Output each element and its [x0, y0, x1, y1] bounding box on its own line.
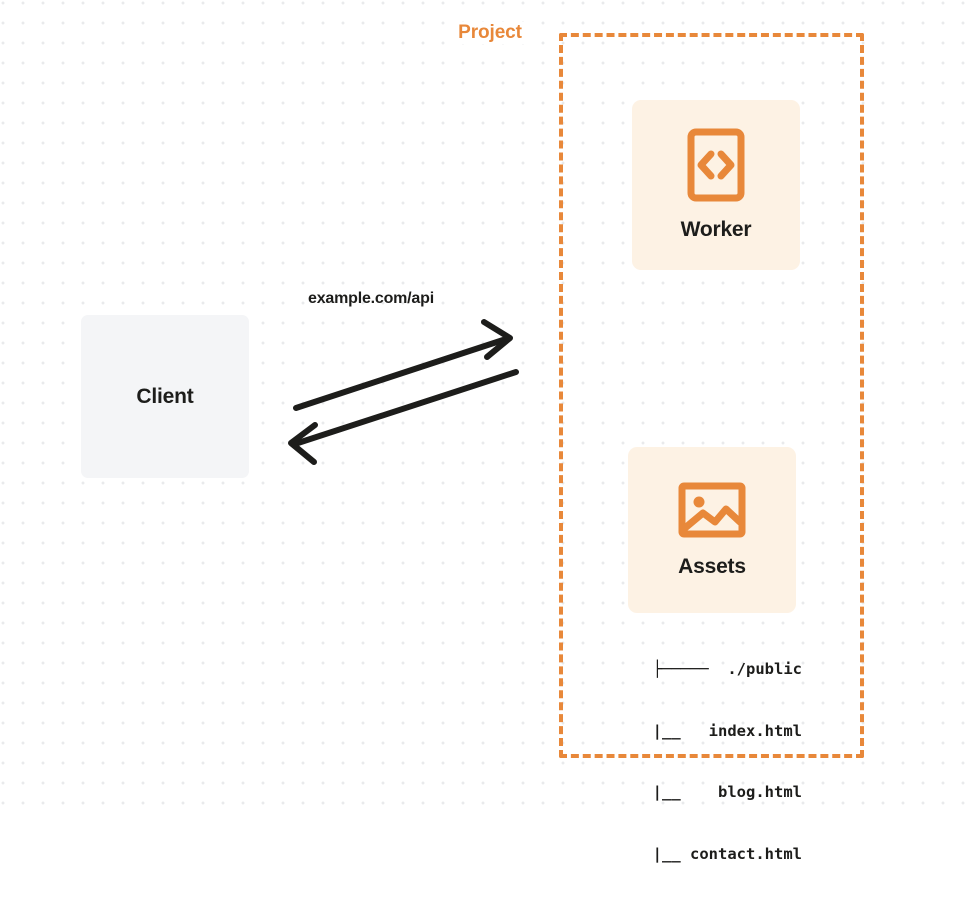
response-arrow [288, 369, 519, 465]
diagram-canvas: Client example.com/api Project Worker [0, 0, 980, 863]
file-tree-row: |__ contact.html [615, 844, 802, 863]
connection-label: example.com/api [308, 290, 434, 307]
project-container [559, 33, 864, 758]
assets-label: Assets [678, 555, 746, 578]
assets-card[interactable]: Assets [628, 447, 796, 613]
file-tree-row: |__ blog.html [615, 783, 802, 801]
assets-file-tree: ├───── ./public |__ index.html |__ blog.… [560, 618, 802, 905]
request-arrow [293, 319, 513, 411]
file-tree-row: |__ index.html [615, 721, 802, 740]
client-label: Client [136, 384, 194, 408]
file-tree-row: ├───── ./public [652, 660, 802, 678]
image-icon [678, 481, 746, 539]
worker-label: Worker [680, 218, 752, 241]
code-brackets-icon [687, 128, 745, 202]
worker-card[interactable]: Worker [632, 100, 800, 270]
project-title: Project [451, 22, 529, 44]
client-node[interactable]: Client [81, 315, 249, 478]
